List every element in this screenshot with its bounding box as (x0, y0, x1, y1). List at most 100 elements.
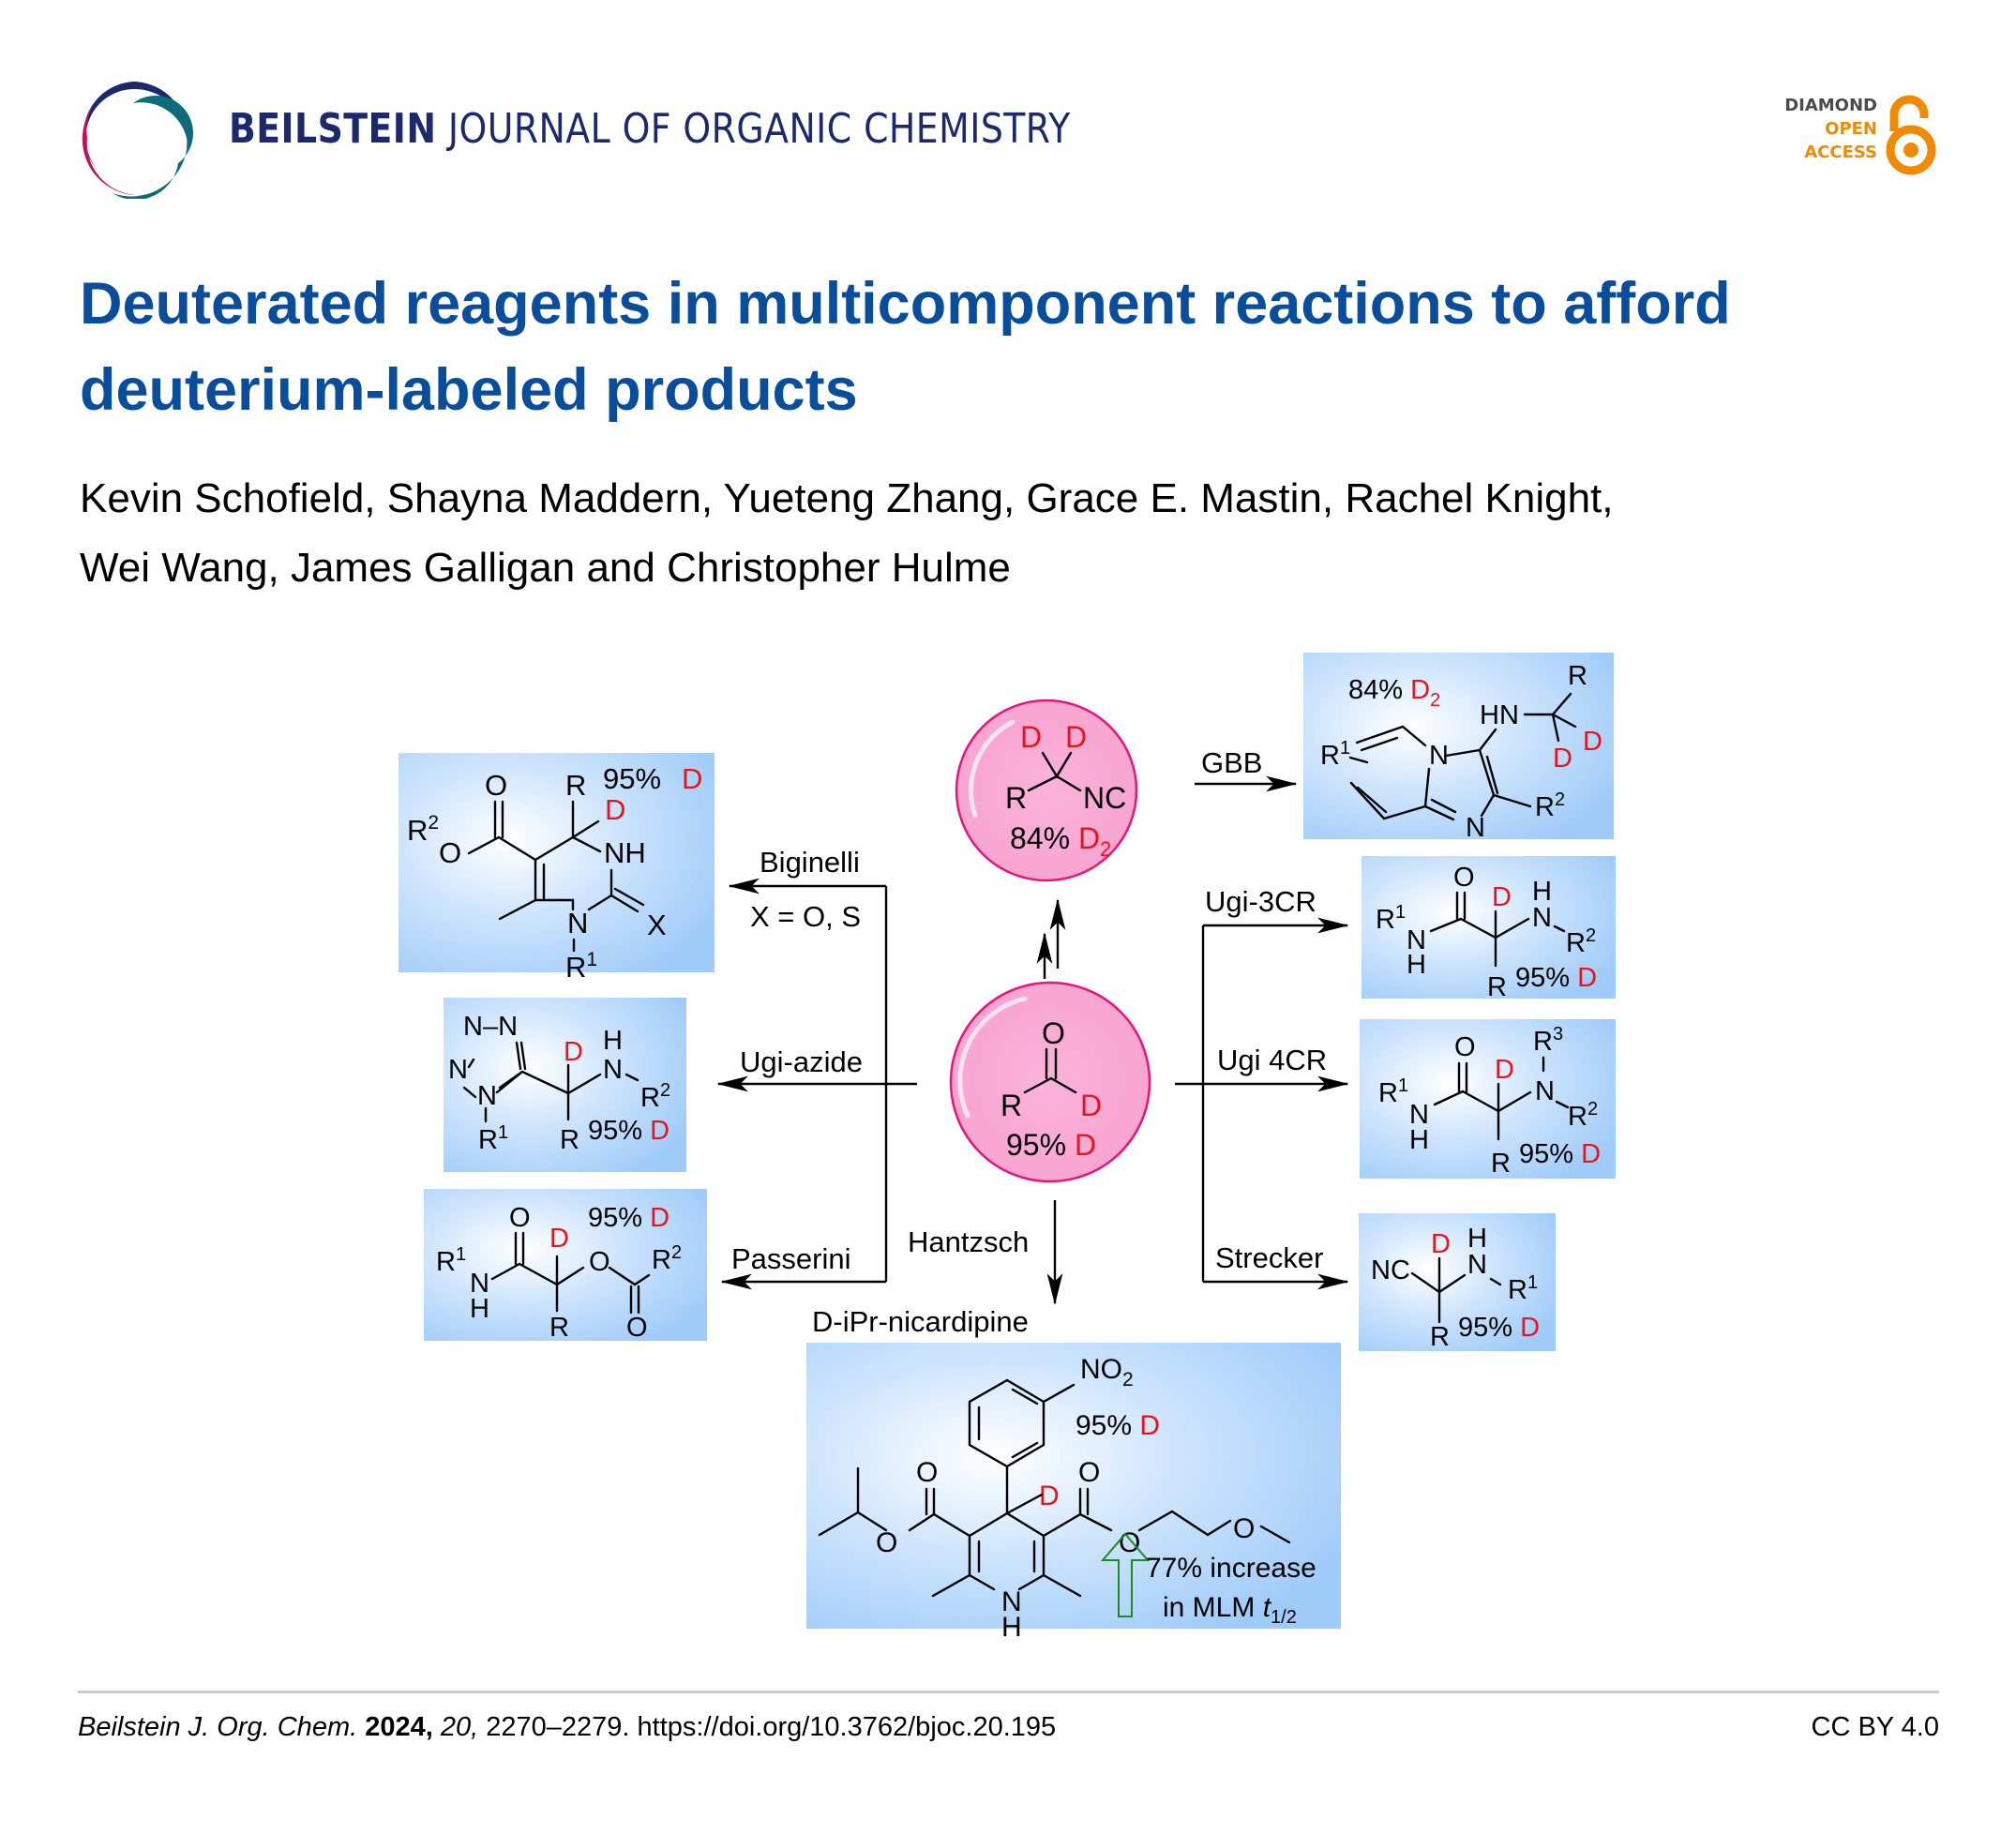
strecker-d: D (1431, 1229, 1451, 1259)
citation-volume: 20, (440, 1712, 479, 1742)
passerini-d: D (549, 1224, 569, 1254)
ugi3-o: O (1453, 863, 1475, 893)
ugi-azide-d: D (564, 1037, 583, 1067)
ugi-azide-product: N–N N N R1 D H N R2 R 95% D (444, 998, 686, 1172)
gbb-r2: R2 (1535, 789, 1565, 822)
strecker-n: N (1467, 1250, 1487, 1280)
diamond-open-access-badge[interactable]: DIAMOND OPEN ACCESS (1763, 94, 1950, 183)
gbb-hn: HN (1480, 700, 1519, 730)
passerini-ester-o: O (589, 1247, 610, 1277)
gbb-r: R (1568, 661, 1587, 691)
citation-year: 2024, (365, 1712, 433, 1742)
badge-line-open: OPEN (1825, 119, 1877, 139)
ugi3-n: N (1532, 903, 1552, 933)
nicardipine-h: H (1001, 1612, 1022, 1643)
ugi4-r1: R1 (1378, 1075, 1408, 1108)
nicardipine-increase-text: 77% increase (1146, 1553, 1316, 1584)
journal-name-bold: BEILSTEIN (229, 105, 437, 153)
ugi3-amide-h: H (1407, 950, 1426, 980)
passerini-carbonyl-o: O (626, 1313, 648, 1343)
journal-name[interactable]: BEILSTEIN JOURNAL OF ORGANIC CHEMISTRY (229, 105, 1071, 153)
nicardipine-o3: O (876, 1527, 897, 1558)
nicardipine-pct: 95% D (1076, 1410, 1160, 1441)
label-ugi-azide: Ugi-azide (740, 1045, 863, 1078)
ugi4-r2: R2 (1568, 1099, 1598, 1132)
title-line-2: deuterium-labeled products (80, 357, 858, 423)
label-gbb: GBB (1201, 746, 1262, 779)
strecker-h: H (1467, 1224, 1487, 1254)
passerini-h: H (470, 1294, 489, 1324)
strecker-r: R (1430, 1322, 1450, 1352)
journal-name-rest: JOURNAL OF ORGANIC CHEMISTRY (447, 105, 1071, 153)
ugi4-r3: R3 (1533, 1024, 1563, 1057)
nicardipine-product: NO2 95% D O O D O O O N H 77% increase i… (806, 1343, 1341, 1643)
increase-arrow-icon (1100, 1532, 1151, 1617)
biginelli-label-d: D (682, 762, 702, 795)
gbb-n: N (1466, 813, 1485, 843)
tetrazole-n1: N–N (463, 1012, 518, 1042)
ugi-azide-r1: R1 (478, 1122, 508, 1155)
passerini-amide-o: O (509, 1203, 531, 1233)
badge-line-access: ACCESS (1804, 143, 1877, 162)
label-x-equals: X = O, S (750, 900, 861, 933)
biginelli-r: R (565, 769, 586, 802)
ugi-azide-h: H (603, 1026, 623, 1056)
ugi4-pct: 95% D (1519, 1139, 1601, 1169)
citation-journal: Beilstein J. Org. Chem. (78, 1712, 358, 1742)
ugi3-r2: R2 (1566, 925, 1596, 958)
passerini-n: N (470, 1269, 489, 1299)
passerini-r1: R1 (436, 1244, 466, 1277)
ugi3-pct: 95% D (1515, 963, 1597, 993)
biginelli-x: X (647, 909, 667, 941)
gbb-d2: D (1553, 744, 1572, 774)
gbb-r1: R1 (1320, 738, 1350, 771)
strecker-nc: NC (1371, 1255, 1410, 1285)
label-biginelli: Biginelli (760, 846, 860, 879)
ugi4-d: D (1495, 1055, 1514, 1085)
label-passerini: Passerini (731, 1242, 851, 1275)
isocyanide-d1: D (1020, 720, 1042, 754)
biginelli-ester-o: O (439, 836, 461, 869)
gbb-bridge-n: N (1429, 741, 1449, 771)
ugi4cr-product: O R3 D N R1 N H R2 R 95% D (1360, 1019, 1616, 1179)
ugi-azide-pct: 95% D (588, 1116, 669, 1146)
ugi3-h: H (1532, 877, 1552, 907)
passerini-r: R (549, 1313, 569, 1343)
nicardipine-no2: NO2 (1080, 1354, 1134, 1391)
ugi4-amide-n: N (1409, 1100, 1429, 1130)
biginelli-pct: 95% (603, 762, 661, 795)
ugi-azide-r: R (560, 1125, 579, 1155)
label-strecker: Strecker (1215, 1241, 1323, 1274)
biginelli-nh: NH (604, 836, 646, 869)
aldehyde-r: R (1000, 1089, 1022, 1122)
label-hantzsch: Hantzsch (908, 1225, 1029, 1258)
aldehyde-pct: 95% D (1006, 1128, 1096, 1162)
license-link[interactable]: CC BY 4.0 (1811, 1712, 1939, 1742)
gbb-d1: D (1583, 727, 1602, 757)
ugi3-amide-n: N (1407, 925, 1426, 955)
gbb-pct: 84% D2 (1348, 675, 1440, 711)
ugi-azide-r2: R2 (640, 1080, 670, 1113)
ugi3cr-product: O D H N R1 N H R2 R 95% D (1362, 856, 1616, 1002)
ugi3-r1: R1 (1376, 902, 1406, 935)
citation-doi-link[interactable]: https://doi.org/10.3762/bjoc.20.195 (637, 1712, 1057, 1742)
open-access-lock-icon (1886, 95, 1936, 175)
ugi-azide-n: N (603, 1055, 623, 1085)
ugi4-r: R (1491, 1149, 1511, 1179)
biginelli-r2: R2 (407, 812, 439, 847)
strecker-product: D H NC N R1 R 95% D (1359, 1213, 1556, 1352)
isocyanide-d2: D (1065, 720, 1087, 754)
author-list: Kevin Schofield, Shayna Maddern, Yueteng… (80, 464, 1936, 603)
nicardipine-o1: O (916, 1457, 938, 1488)
citation-pages: 2270–2279. (486, 1712, 630, 1742)
isocyanide-nc: NC (1083, 781, 1126, 815)
strecker-r1: R1 (1508, 1272, 1538, 1305)
ugi3-r: R (1487, 972, 1507, 1002)
aldehyde-o: O (1042, 1016, 1065, 1050)
isocyanide-reagent-bubble: D D R NC 84% D2 (955, 699, 1138, 882)
nicardipine-n: N (1001, 1586, 1022, 1617)
tetrazole-n3: N (448, 1055, 468, 1085)
title-line-1: Deuterated reagents in multicomponent re… (80, 271, 1731, 337)
label-ugi-4cr: Ugi 4CR (1217, 1044, 1327, 1076)
